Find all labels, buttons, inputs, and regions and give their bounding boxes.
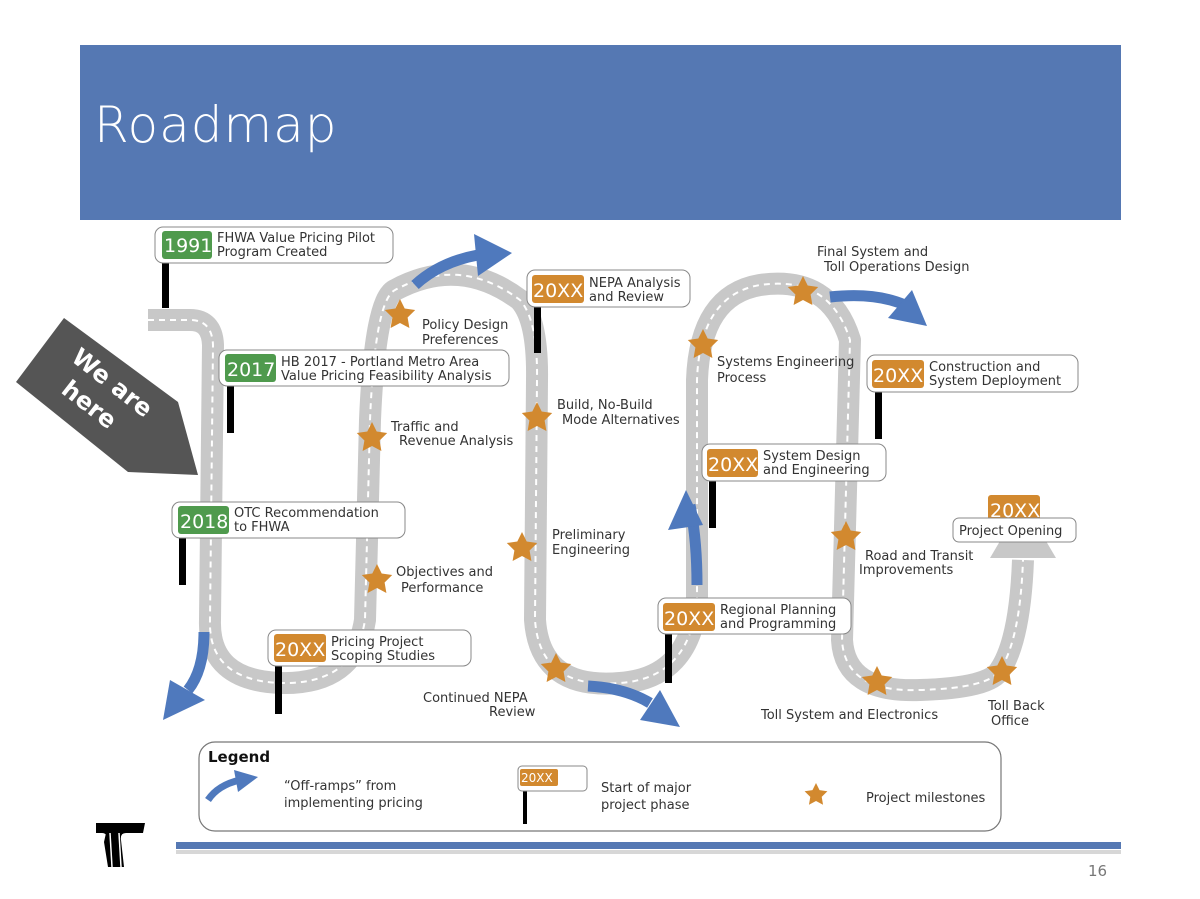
phase-sign-legend-icon: 20XX <box>517 765 588 824</box>
phase-sign: 20XX Regional Planning and Programming <box>657 597 852 683</box>
phase-label-line2: System Deployment <box>929 374 1061 389</box>
offramp-arrows <box>163 234 927 727</box>
phase-label-line1: FHWA Value Pricing Pilot <box>217 231 375 246</box>
milestone-label: Engineering <box>552 543 630 558</box>
offramp-arrow-3 <box>587 680 653 708</box>
phase-year: 2017 <box>227 359 275 381</box>
milestone-label: Traffic and <box>390 420 459 435</box>
milestone-label: Toll Operations Design <box>823 260 970 275</box>
milestone-label: Toll Back <box>987 699 1045 714</box>
milestone-label: Systems Engineering <box>717 355 854 370</box>
phase-year: 20XX <box>275 639 325 661</box>
page-number: 16 <box>1088 862 1108 880</box>
milestone-label: Improvements <box>859 563 953 578</box>
milestone-label: Preferences <box>422 333 499 348</box>
milestone-label: Process <box>717 371 767 386</box>
phase-label-line2: Scoping Studies <box>331 649 435 664</box>
legend-title: Legend <box>208 748 270 766</box>
phase-label-line2: Program Created <box>217 245 327 260</box>
legend: Legend “Off-ramps” from implementing pri… <box>198 741 1002 832</box>
phase-label-line1: Regional Planning <box>720 603 836 618</box>
phase-label-line1: NEPA Analysis <box>589 276 681 291</box>
phase-label-line2: and Programming <box>720 617 836 632</box>
phase-sign: 1991 FHWA Value Pricing Pilot Program Cr… <box>154 226 394 308</box>
milestone-label: Office <box>991 714 1029 729</box>
milestone-label: Performance <box>401 581 483 596</box>
offramp-arrow-2 <box>183 631 210 694</box>
phase-sign: 2018 OTC Recommendation to FHWA <box>171 501 406 585</box>
legend-milestone-label: Project milestones <box>866 791 986 806</box>
offramp-arrow-5 <box>829 290 908 311</box>
phase-year: 20XX <box>664 608 714 630</box>
we-are-here-pointer: We are here <box>16 318 198 475</box>
phase-year: 20XX <box>708 454 758 476</box>
milestones: Policy Design Preferences Traffic and Re… <box>356 245 1045 729</box>
phase-sign: 20XX NEPA Analysis and Review <box>526 269 691 353</box>
phase-signs: 1991 FHWA Value Pricing Pilot Program Cr… <box>154 226 1079 714</box>
title-bar <box>80 45 1121 220</box>
milestone-label: Objectives and <box>396 565 493 580</box>
offramp-arrow-1 <box>411 249 480 290</box>
phase-year: 2018 <box>180 511 228 533</box>
phase-sign-project-opening: 20XX Project Opening <box>952 495 1077 543</box>
phase-label-line2: and Engineering <box>763 463 870 478</box>
phase-year: 20XX <box>873 365 923 387</box>
legend-offramp-line1: “Off-ramps” from <box>284 779 396 794</box>
phase-label-line2: to FHWA <box>234 520 290 535</box>
phase-label-line1: HB 2017 - Portland Metro Area <box>281 355 479 370</box>
footer-rule-shadow <box>176 850 1121 854</box>
phase-label-line2: Value Pricing Feasibility Analysis <box>281 369 492 384</box>
phase-year: 20XX <box>533 280 583 302</box>
legend-sign-year: 20XX <box>521 771 553 785</box>
road <box>148 263 1056 702</box>
milestone-label: Revenue Analysis <box>399 434 514 449</box>
phase-sign: 20XX Pricing Project Scoping Studies <box>267 629 472 714</box>
milestone-label: Final System and <box>817 245 928 260</box>
phase-label-line1: Construction and <box>929 360 1040 375</box>
phase-sign: 2017 HB 2017 - Portland Metro Area Value… <box>218 349 510 433</box>
legend-offramp-line2: implementing pricing <box>284 796 423 811</box>
milestone-label: Road and Transit <box>865 549 973 564</box>
slide-title: Roadmap <box>94 96 338 154</box>
phase-label-line1: System Design <box>763 449 861 464</box>
odot-logo <box>96 823 145 868</box>
phase-year: 1991 <box>164 235 212 257</box>
phase-label-line2: and Review <box>589 290 664 305</box>
phase-year: 20XX <box>990 500 1040 522</box>
phase-label-line1: OTC Recommendation <box>234 506 379 521</box>
legend-phase-line1: Start of major <box>601 781 692 796</box>
milestone-label: Mode Alternatives <box>562 413 680 428</box>
milestone-label: Review <box>489 705 536 720</box>
phase-sign: 20XX Construction and System Deployment <box>866 354 1079 439</box>
milestone-label: Policy Design <box>422 318 508 333</box>
phase-label-line1: Project Opening <box>959 524 1062 539</box>
milestone-label: Preliminary <box>552 528 626 543</box>
legend-phase-line2: project phase <box>601 798 689 813</box>
footer-rule <box>176 842 1121 849</box>
milestone-label: Build, No-Build <box>557 398 653 413</box>
phase-sign: 20XX System Design and Engineering <box>701 443 887 528</box>
milestone-label: Toll System and Electronics <box>760 708 938 723</box>
milestone-label: Continued NEPA <box>423 691 528 706</box>
phase-label-line1: Pricing Project <box>331 635 423 650</box>
